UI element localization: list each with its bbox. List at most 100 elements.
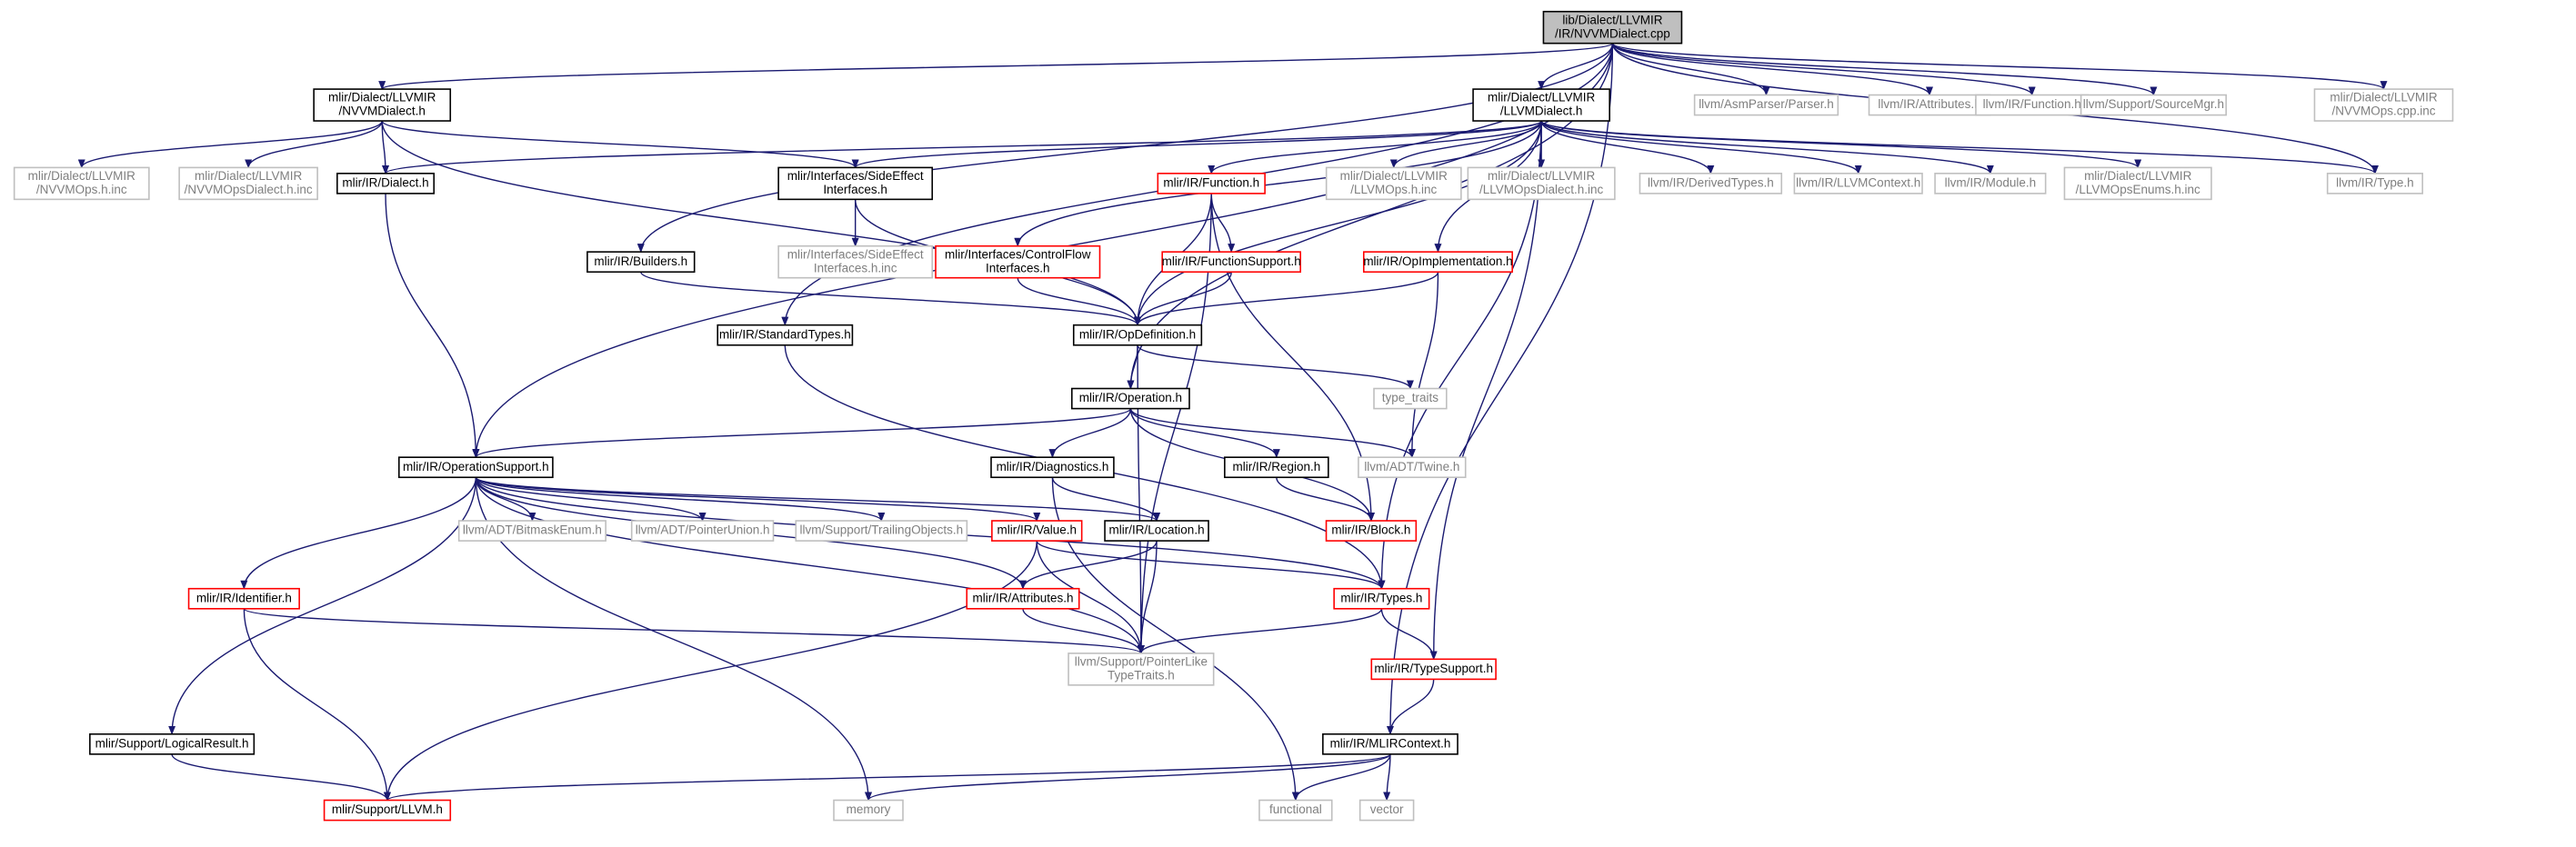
edge-nvvmdialect_h-to-nvvmopsdialect_h_inc: [245, 120, 383, 169]
node-label: mlir/IR/Attributes.h: [972, 591, 1073, 604]
node-box: [89, 732, 256, 755]
edge-opimplementation-to-opdefinition: [1134, 271, 1439, 326]
node-llvmops_h_inc[interactable]: mlir/Dialect/LLVMIR/LLVMOps.h.inc: [1325, 166, 1462, 201]
node-standardtypes[interactable]: mlir/IR/StandardTypes.h: [717, 324, 854, 346]
node-box: [966, 587, 1080, 610]
node-box: [2326, 173, 2423, 194]
node-box: [777, 166, 934, 201]
edge-root-to-nvvmops_cpp_inc: [1611, 43, 2388, 91]
node-label: /IR/NVVMDialect.cpp: [1555, 26, 1670, 40]
node-box: [2313, 88, 2454, 122]
edge-root-to-builders_h: [636, 43, 1614, 254]
node-function_h[interactable]: mlir/IR/Function.h: [1157, 173, 1266, 194]
node-llvmdialect_h[interactable]: mlir/Dialect/LLVMIR/LLVMDialect.h: [1472, 88, 1610, 122]
node-identifier[interactable]: mlir/IR/Identifier.h: [187, 587, 300, 610]
node-box: [833, 799, 904, 822]
node-opimplementation[interactable]: mlir/IR/OpImplementation.h: [1362, 251, 1513, 274]
node-nvvmops_h_inc[interactable]: mlir/Dialect/LLVMIR/NVVMOps.h.inc: [13, 166, 150, 201]
node-label: llvm/Support/TrailingObjects.h: [800, 523, 964, 537]
node-support_llvm[interactable]: mlir/Support/LLVM.h: [323, 799, 452, 822]
node-functionsupport[interactable]: mlir/IR/FunctionSupport.h: [1161, 251, 1301, 274]
node-box: [187, 587, 300, 610]
edge-mlircontext-to-vector: [1383, 753, 1391, 802]
edge-operation_h-to-operationsupport: [472, 407, 1132, 459]
node-operation_h[interactable]: mlir/IR/Operation.h: [1071, 387, 1190, 410]
node-label: mlir/IR/MLIRContext.h: [1330, 736, 1451, 750]
node-builders_h[interactable]: mlir/IR/Builders.h: [586, 251, 696, 274]
node-box: [1072, 324, 1203, 346]
node-box: [13, 166, 150, 201]
edge-function_h-to-functionsupport: [1210, 193, 1236, 254]
edge-operationsupport-to-location_h: [475, 476, 1160, 523]
node-operationsupport[interactable]: mlir/IR/OperationSupport.h: [397, 456, 554, 479]
node-mlircontext[interactable]: mlir/IR/MLIRContext.h: [1322, 732, 1458, 755]
node-typesupport[interactable]: mlir/IR/TypeSupport.h: [1370, 658, 1497, 681]
node-vector[interactable]: vector: [1358, 799, 1415, 822]
edge-location_h-to-attributes_h: [1019, 540, 1158, 590]
node-llvm_type[interactable]: llvm/IR/Type.h: [2326, 173, 2423, 194]
node-label: llvm/IR/DerivedTypes.h: [1648, 175, 1774, 189]
node-llvmcontext[interactable]: llvm/IR/LLVMContext.h: [1793, 173, 1923, 194]
node-nvvmops_cpp_inc[interactable]: mlir/Dialect/LLVMIR/NVVMOps.cpp.inc: [2313, 88, 2454, 122]
node-logicalresult[interactable]: mlir/Support/LogicalResult.h: [89, 732, 256, 755]
edge-operationsupport-to-identifier: [240, 477, 477, 590]
node-attributes_h[interactable]: mlir/IR/Attributes.h: [966, 587, 1080, 610]
node-type_traits[interactable]: type_traits: [1373, 387, 1448, 410]
edge-llvmdialect_h-to-sideeffect_h: [851, 120, 1542, 169]
node-llvmopsdialect_h_inc[interactable]: mlir/Dialect/LLVMIR/LLVMOpsDialect.h.inc: [1467, 166, 1616, 201]
node-box: [1467, 166, 1616, 201]
node-label: mlir/IR/StandardTypes.h: [719, 327, 851, 341]
node-box: [1104, 520, 1209, 542]
node-sideeffect_h_inc[interactable]: mlir/Interfaces/SideEffectInterfaces.h.i…: [777, 244, 934, 279]
node-asmparser[interactable]: llvm/AsmParser/Parser.h: [1693, 94, 1839, 116]
node-block_h[interactable]: mlir/IR/Block.h: [1325, 520, 1418, 542]
edge-location_h-to-pointerlike: [1137, 541, 1158, 654]
node-llvm_module[interactable]: llvm/IR/Module.h: [1934, 173, 2047, 194]
edge-root-to-llvm_attributes: [1611, 43, 1933, 96]
node-dialect_h[interactable]: mlir/IR/Dialect.h: [336, 173, 436, 194]
node-box: [323, 799, 452, 822]
node-llvmopsenums[interactable]: mlir/Dialect/LLVMIR/LLVMOpsEnums.h.inc: [2063, 166, 2212, 201]
nodes-layer: lib/Dialect/LLVMIR/IR/NVVMDialect.cpp mli…: [13, 10, 2454, 822]
node-box: [2080, 94, 2228, 116]
edge-region-to-block_h: [1276, 477, 1375, 523]
node-box: [397, 456, 554, 479]
node-llvm_attributes[interactable]: llvm/IR/Attributes.h: [1868, 94, 1991, 116]
node-opdefinition[interactable]: mlir/IR/OpDefinition.h: [1072, 324, 1203, 346]
node-label: vector: [1370, 802, 1404, 816]
node-value_h[interactable]: mlir/IR/Value.h: [991, 520, 1083, 542]
node-box: [1472, 88, 1610, 122]
edge-llvmdialect_h-to-function_h: [1208, 120, 1542, 174]
node-types_h[interactable]: mlir/IR/Types.h: [1333, 587, 1430, 610]
node-llvm_function[interactable]: llvm/IR/Function.h: [1975, 94, 2090, 116]
node-label: mlir/IR/OpDefinition.h: [1079, 327, 1196, 341]
node-label: mlir/Dialect/LLVMIR: [328, 91, 436, 105]
node-twine[interactable]: llvm/ADT/Twine.h: [1358, 456, 1467, 479]
node-trailingobjects[interactable]: llvm/Support/TrailingObjects.h: [795, 520, 968, 542]
node-diagnostics[interactable]: mlir/IR/Diagnostics.h: [990, 456, 1115, 479]
node-box: [1325, 166, 1462, 201]
node-label: llvm/Support/SourceMgr.h: [2083, 97, 2224, 111]
node-nvvmdialect_h[interactable]: mlir/Dialect/LLVMIR/NVVMDialect.h: [313, 88, 452, 122]
edge-llvmdialect_h-to-llvmcontext: [1540, 120, 1862, 174]
node-label: mlir/Interfaces/SideEffect: [787, 247, 924, 261]
node-pointerunion[interactable]: llvm/ADT/PointerUnion.h: [630, 520, 775, 542]
node-location_h[interactable]: mlir/IR/Location.h: [1104, 520, 1209, 542]
node-box: [1157, 173, 1266, 194]
node-nvvmopsdialect_h_inc[interactable]: mlir/Dialect/LLVMIR/NVVMOpsDialect.h.inc: [178, 166, 318, 201]
node-box: [1639, 173, 1783, 194]
edge-nvvmdialect_h-to-sideeffect_h: [381, 120, 859, 169]
node-region[interactable]: mlir/IR/Region.h: [1224, 456, 1329, 479]
node-functional[interactable]: functional: [1258, 799, 1333, 822]
node-memory[interactable]: memory: [833, 799, 904, 822]
node-sourcemgr[interactable]: llvm/Support/SourceMgr.h: [2080, 94, 2228, 116]
node-derivedtypes[interactable]: llvm/IR/DerivedTypes.h: [1639, 173, 1783, 194]
edge-root-to-asmparser: [1611, 43, 1770, 96]
edge-llvmdialect_h-to-dialect_h: [382, 120, 1542, 174]
node-root[interactable]: lib/Dialect/LLVMIR/IR/NVVMDialect.cpp: [1542, 10, 1683, 45]
edge-llvmdialect_h-to-llvm_type: [1540, 120, 2379, 174]
node-bitmaskenum[interactable]: llvm/ADT/BitmaskEnum.h: [457, 520, 606, 542]
